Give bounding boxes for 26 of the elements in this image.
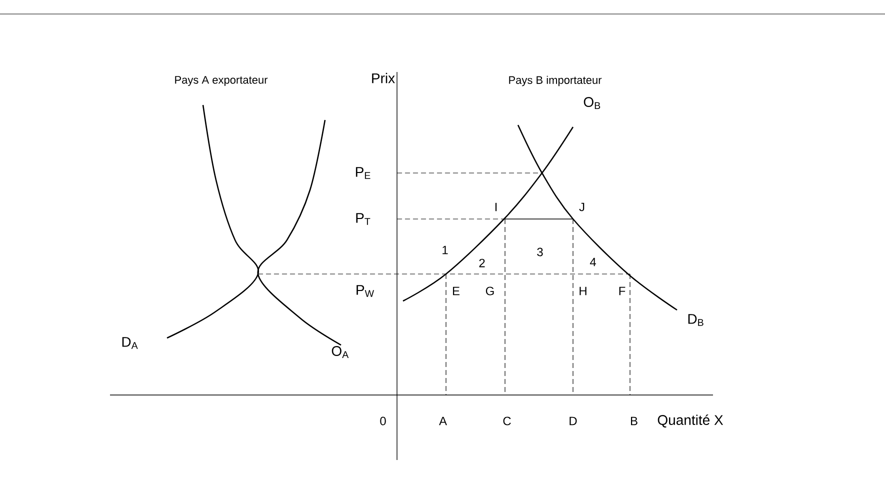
area-label: 1 bbox=[442, 246, 448, 254]
panel-title: Pays A exportateur bbox=[175, 76, 268, 86]
tick-label: A bbox=[439, 416, 447, 426]
price-label: P$_{W}$ bbox=[356, 285, 374, 297]
point-label: J bbox=[579, 202, 584, 212]
point-label: H bbox=[580, 286, 586, 296]
point-label: E bbox=[453, 286, 460, 296]
price-label: P$_{E}$ bbox=[356, 167, 370, 179]
curve-label: D$_{A}$ bbox=[122, 337, 138, 349]
point-label: F bbox=[619, 286, 626, 296]
area-label: 4 bbox=[590, 258, 596, 266]
axis-title: Prix bbox=[372, 72, 395, 84]
area-label: 2 bbox=[479, 258, 485, 268]
area-label: 3 bbox=[537, 248, 543, 256]
point-label: G bbox=[486, 286, 494, 296]
tick-label: B bbox=[631, 416, 638, 426]
point-label: I bbox=[495, 202, 497, 212]
price-label: P$_{T}$ bbox=[356, 213, 370, 225]
curve-label: O$_{B}$ bbox=[584, 97, 600, 109]
tick-label: C bbox=[503, 416, 511, 426]
axis-title: Quantité X bbox=[658, 414, 724, 428]
panel-title: Pays B importateur bbox=[509, 76, 602, 86]
tick-label: D bbox=[570, 416, 577, 426]
tick-label: 0 bbox=[380, 416, 386, 426]
curve-label: D$_{B}$ bbox=[688, 314, 704, 326]
curve-label: O$_{A}$ bbox=[332, 346, 349, 358]
